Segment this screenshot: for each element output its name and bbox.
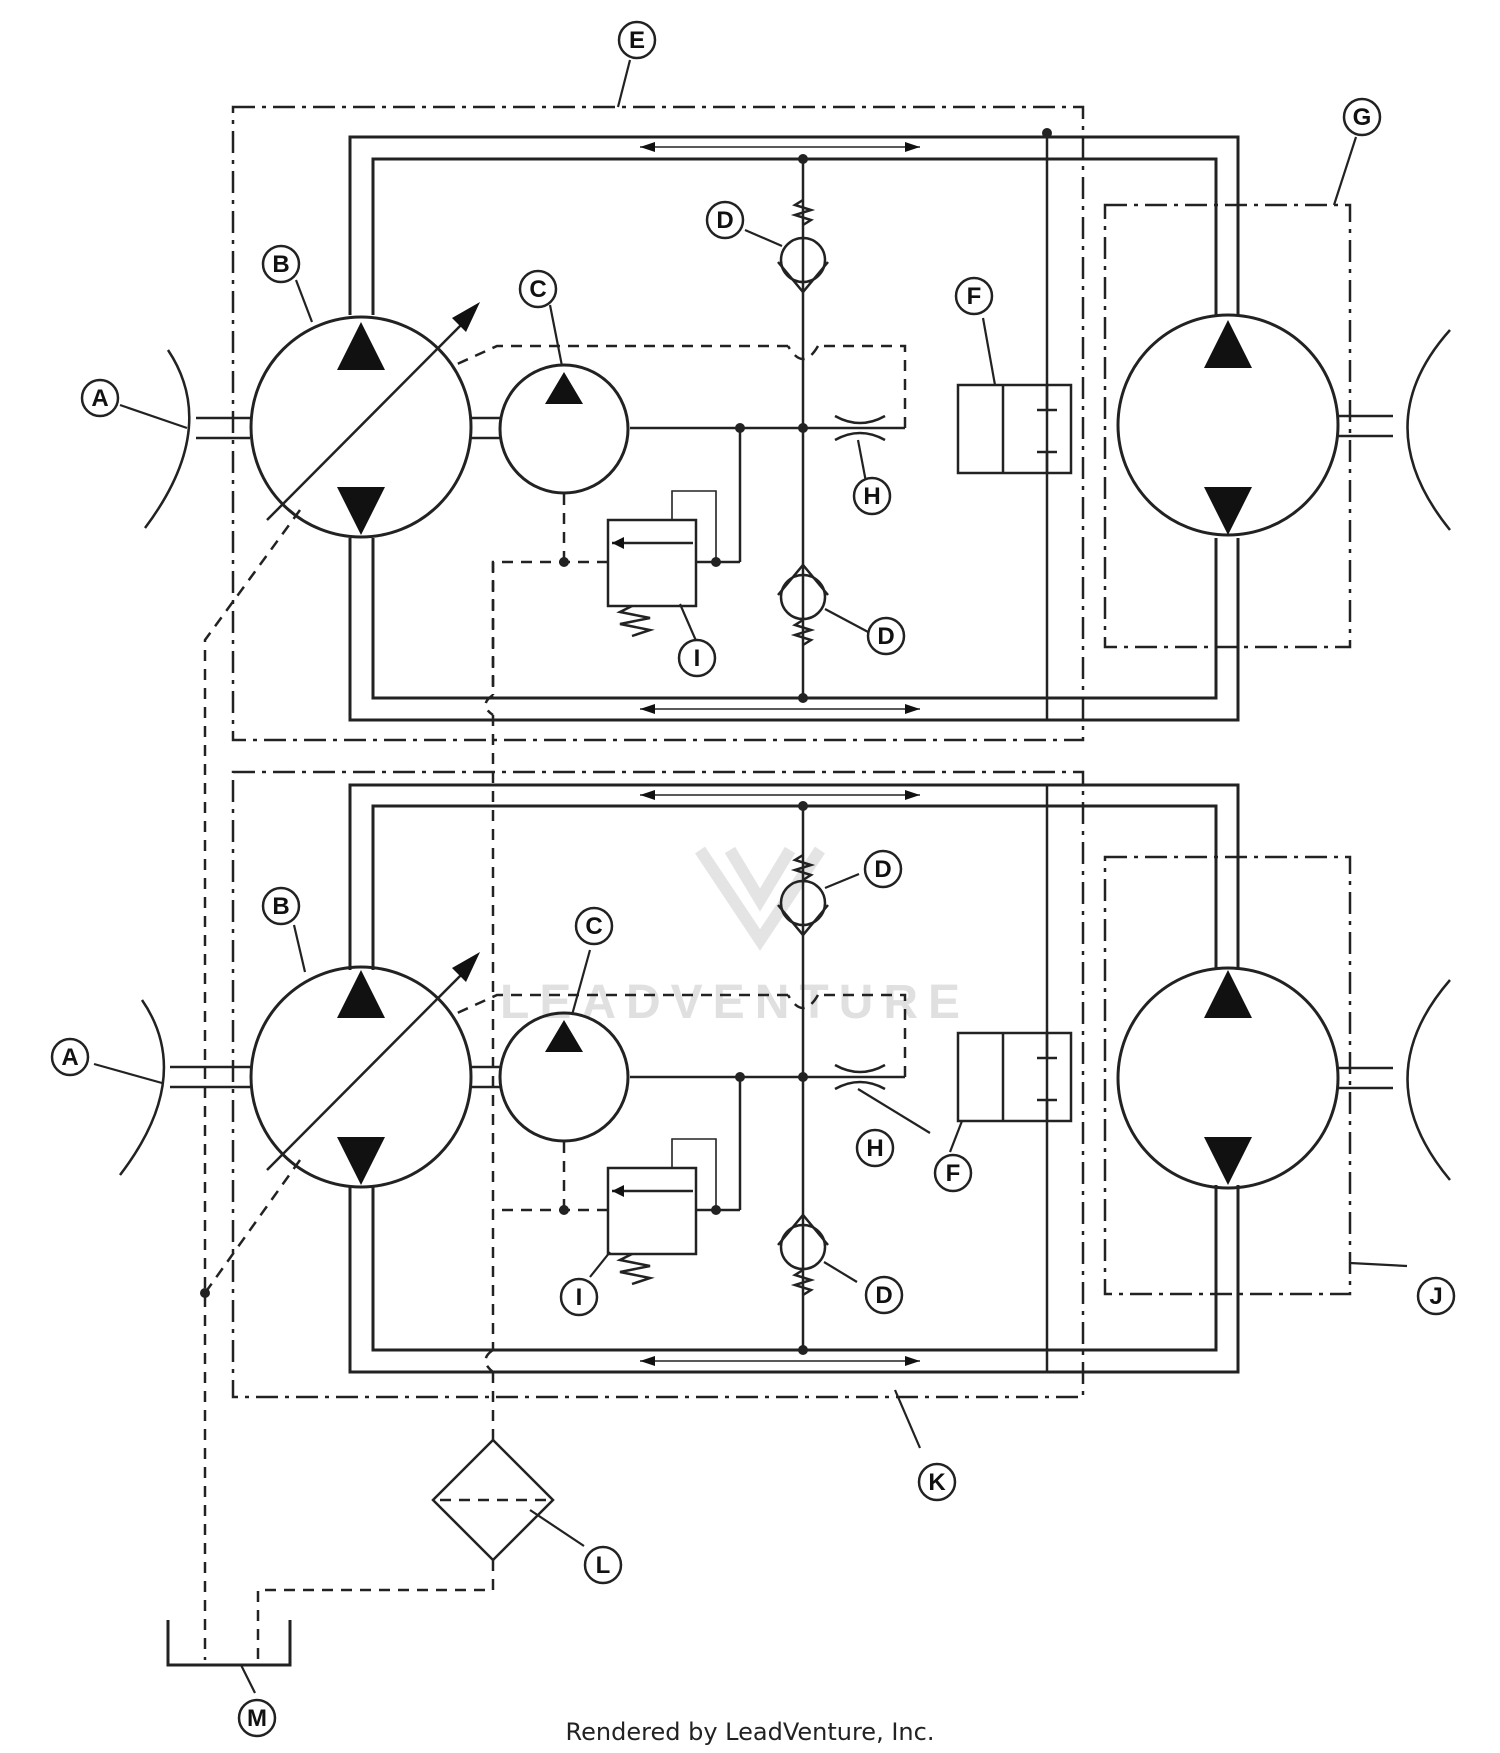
svg-text:F: F [946,1160,961,1187]
callout-b-bottom: B [261,886,301,926]
svg-text:D: D [874,856,891,883]
callout-m: M [237,1698,277,1738]
callout-h-bottom: H [855,1128,895,1168]
relief-valve-bottom [493,1077,742,1286]
callout-d-top-upper: D [705,200,745,240]
variable-pump-bottom [249,952,480,1189]
top-transmission [143,105,1451,742]
drain-circuit [166,509,555,1667]
svg-text:M: M [247,1705,267,1732]
svg-text:B: B [272,251,289,278]
check-valve-bottom-upper [777,853,829,937]
callout-f-top: F [954,276,994,316]
watermark-text: LEADVENTURE [500,976,970,1029]
svg-text:A: A [61,1044,78,1071]
callout-f-bottom: F [933,1153,973,1193]
svg-text:A: A [91,385,108,412]
svg-text:J: J [1429,1283,1442,1310]
svg-text:F: F [967,283,982,310]
svg-text:C: C [585,913,602,940]
svg-text:G: G [1353,104,1372,131]
svg-text:I: I [576,1284,583,1311]
svg-text:D: D [875,1282,892,1309]
svg-text:I: I [694,645,701,672]
bottom-transmission-boundary [231,770,1085,1399]
svg-text:H: H [863,483,880,510]
callout-l: L [583,1545,623,1585]
top-motor-boundary [1103,203,1352,649]
callout-a-top: A [80,378,120,418]
svg-text:B: B [272,893,289,920]
filter [431,1438,555,1562]
svg-text:E: E [629,27,645,54]
callout-d-top-lower: D [866,616,906,656]
callout-k: K [917,1462,957,1502]
input-shaft-top [143,349,250,529]
bypass-valve-bottom [956,785,1073,1372]
callout-d-bottom-lower: D [864,1275,904,1315]
top-main-loop [348,135,1240,722]
callout-j: J [1416,1276,1456,1316]
callout-b-top: B [261,244,301,284]
svg-text:D: D [877,623,894,650]
check-valve-top-upper [777,198,829,294]
leader-lines [93,59,1408,1694]
callout-a-bottom: A [50,1037,90,1077]
check-valve-bottom-lower [777,1213,829,1297]
check-valve-top-lower [777,563,829,647]
bottom-main-loop [348,783,1240,1374]
callout-i-bottom: I [559,1277,599,1317]
svg-text:L: L [596,1552,611,1579]
svg-text:K: K [928,1469,946,1496]
top-transmission-boundary [231,105,1085,742]
callout-e: E [617,20,657,60]
callout-c-top: C [518,269,558,309]
callout-d-bottom-upper: D [863,849,903,889]
bottom-transmission [119,770,1451,1399]
svg-text:D: D [716,207,733,234]
callouts: A B C D E F G H I D A B C D H F I D J K … [50,20,1456,1738]
callout-g: G [1342,97,1382,137]
reservoir [166,1620,292,1667]
wheel-motor-top [1116,313,1451,537]
watermark: LEADVENTURE [500,846,970,1029]
variable-pump-top [249,302,480,539]
charge-pump-top [498,363,630,495]
svg-text:H: H [866,1135,883,1162]
bypass-valve-top [956,128,1073,720]
callout-h-top: H [852,476,892,516]
charge-pump-bottom [498,1011,630,1143]
input-shaft-bottom [119,999,250,1176]
callout-i-top: I [677,638,717,678]
wheel-motor-bottom [1116,966,1451,1190]
callout-c-bottom: C [574,906,614,946]
footer-credit: Rendered by LeadVenture, Inc. [566,1718,935,1746]
svg-text:C: C [529,276,546,303]
bottom-motor-boundary [1103,855,1352,1296]
